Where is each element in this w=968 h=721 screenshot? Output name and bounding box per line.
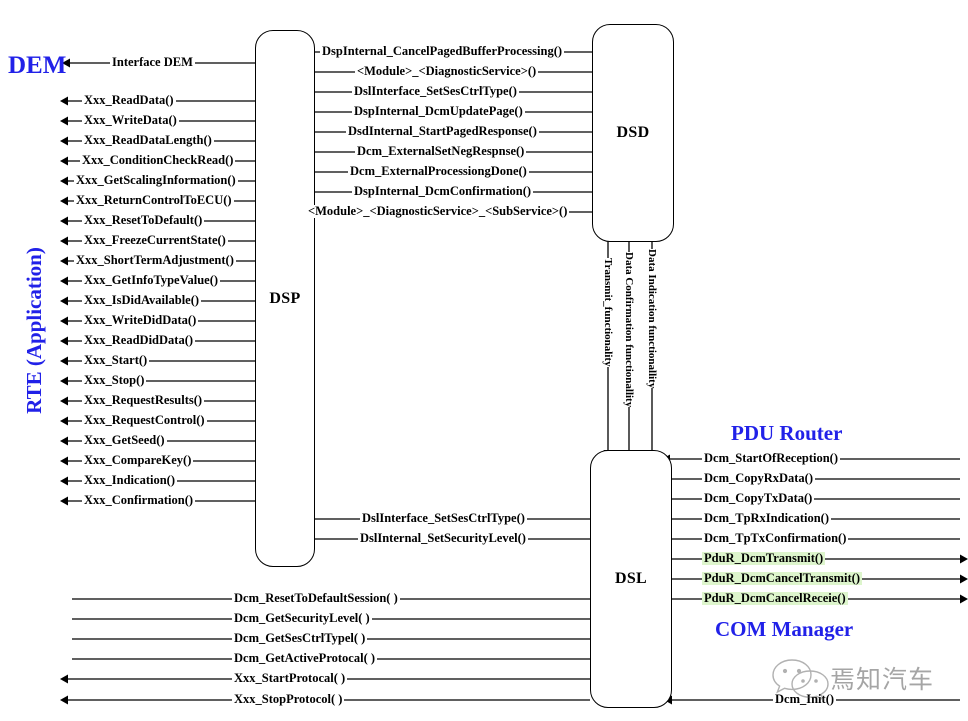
signal-label-data-indication-functionality: Data Indication functionallity	[646, 249, 658, 389]
signal-label-dcm-resettodefaultsession: Dcm_ResetToDefaultSession( )	[232, 591, 400, 605]
signal-label-xxx-getinfotypevalue: Xxx_GetInfoTypeValue()	[82, 273, 221, 287]
signal-label-xxx-returncontroltoecu: Xxx_ReturnControlToECU()	[74, 193, 234, 207]
signal-label-transmit-functionality: Transmit_functionality	[602, 258, 614, 367]
zone-title-com-manager: COM Manager	[715, 617, 854, 641]
zone-title-rte: RTE (Application)	[21, 247, 46, 414]
signal-label-dspinternal-dcmconfirmation: DspInternal_DcmConfirmation()	[352, 184, 534, 198]
signal-label-xxx-startprotocal: Xxx_StartProtocal( )	[232, 671, 348, 685]
signal-label-data-confirmation-functionality: Data Confirmation functionallity	[623, 252, 635, 408]
signal-label-xxx-isdidavailable: Xxx_IsDidAvailable()	[82, 293, 202, 307]
signal-label-xxx-requestcontrol: Xxx_RequestControl()	[82, 413, 207, 427]
signal-label-dcm-copyrxdata: Dcm_CopyRxData()	[702, 471, 816, 485]
block-dsp[interactable]: DSP	[255, 30, 315, 567]
signal-label-xxx-stopprotocol: Xxx_StopProtocol( )	[232, 692, 345, 706]
signal-label-dcm-getsecuritylevel: Dcm_GetSecurityLevel( )	[232, 611, 372, 625]
signal-label-dcm-startofreception: Dcm_StartOfReception()	[702, 451, 840, 465]
signal-label-xxx-requestresults: Xxx_RequestResults()	[82, 393, 205, 407]
signal-label-xxx-getseed: Xxx_GetSeed()	[82, 433, 167, 447]
signal-label-dcm-externalsetnegrespnse: Dcm_ExternalSetNegRespnse()	[355, 144, 527, 158]
wechat-logo-icon	[772, 659, 829, 701]
watermark-text: 焉知汽车	[830, 665, 935, 694]
signal-label-pdur-dcmcancelreceie: PduR_DcmCancelReceie()	[702, 591, 848, 605]
signal-label-xxx-writediddata: Xxx_WriteDidData()	[82, 313, 199, 327]
signal-label-dcm-getsesctrltypel: Dcm_GetSesCtrlTypel( )	[232, 631, 368, 645]
signal-label-pdur-dcmcanceltransmit: PduR_DcmCancelTransmit()	[702, 571, 862, 585]
signal-label-xxx-resettodefault: Xxx_ResetToDefault()	[82, 213, 205, 227]
zone-title-pdu-router: PDU Router	[731, 421, 843, 445]
signal-label-xxx-readdata: Xxx_ReadData()	[82, 93, 176, 107]
signal-label-xxx-freezecurrentstate: Xxx_FreezeCurrentState()	[82, 233, 228, 247]
signal-label-dspinternal-cancelpagedbufferprocessing: DspInternal_CancelPagedBufferProcessing(…	[320, 44, 565, 58]
block-dsp-label: DSP	[269, 289, 301, 307]
signal-label-xxx-stop: Xxx_Stop()	[82, 373, 147, 387]
signal-label-dsdinternal-startpagedresponse: DsdInternal_StartPagedResponse()	[346, 124, 539, 138]
signal-label-xxx-comparekey: Xxx_CompareKey()	[82, 453, 194, 467]
signal-label-xxx-readdiddata: Xxx_ReadDidData()	[82, 333, 196, 347]
signal-label-module-diagnosticservice: <Module>_<DiagnosticService>()	[355, 64, 539, 78]
block-dsd[interactable]: DSD	[592, 24, 674, 242]
signal-label-dcm-getactiveprotocal: Dcm_GetActiveProtocal( )	[232, 651, 378, 665]
signal-label-dslinterface-setsesctrltype-dsl: DslInterface_SetSesCtrlType()	[360, 511, 527, 525]
signal-label-dcm-externalprocessiongdone: Dcm_ExternalProcessiongDone()	[348, 164, 529, 178]
signal-label-dcm-tptxconfirmation: Dcm_TpTxConfirmation()	[702, 531, 849, 545]
signal-label-dcm-init: Dcm_Init()	[773, 692, 837, 706]
signal-label-interface-dem: Interface DEM	[110, 55, 195, 69]
signal-label-xxx-conditioncheckread: Xxx_ConditionCheckRead()	[80, 153, 236, 167]
signal-label-dspinternal-dcmupdatepage: DspInternal_DcmUpdatePage()	[352, 104, 525, 118]
zone-title-dem: DEM	[8, 52, 67, 79]
signal-label-xxx-getscalinginformation: Xxx_GetScalingInformation()	[74, 173, 238, 187]
signal-label-dslinternal-setsecuritylevel: DslInternal_SetSecurityLevel()	[358, 531, 528, 545]
signal-label-xxx-shorttermadjustment: Xxx_ShortTermAdjustment()	[74, 253, 236, 267]
signal-label-dslinterface-setsesctrltype-dsd: DslInterface_SetSesCtrlType()	[352, 84, 519, 98]
signal-label-module-diagnosticservice-subservice: <Module>_<DiagnosticService>_<SubService…	[306, 204, 570, 218]
signal-label-dcm-tprxindication: Dcm_TpRxIndication()	[702, 511, 832, 525]
signal-label-xxx-indication: Xxx_Indication()	[82, 473, 177, 487]
signal-label-xxx-readdatalength: Xxx_ReadDataLength()	[82, 133, 214, 147]
signal-label-dcm-copytxdata: Dcm_CopyTxData()	[702, 491, 815, 505]
block-dsl-label: DSL	[614, 570, 648, 587]
block-dsl[interactable]: DSL	[590, 450, 672, 708]
signal-label-pdur-dcmtransmit: PduR_DcmTransmit()	[702, 551, 826, 565]
block-dsd-label: DSD	[616, 124, 650, 141]
watermark: 焉知汽车	[770, 654, 960, 706]
signal-label-xxx-writedata: Xxx_WriteData()	[82, 113, 179, 127]
signal-label-xxx-confirmation: Xxx_Confirmation()	[82, 493, 196, 507]
signal-label-xxx-start: Xxx_Start()	[82, 353, 150, 367]
